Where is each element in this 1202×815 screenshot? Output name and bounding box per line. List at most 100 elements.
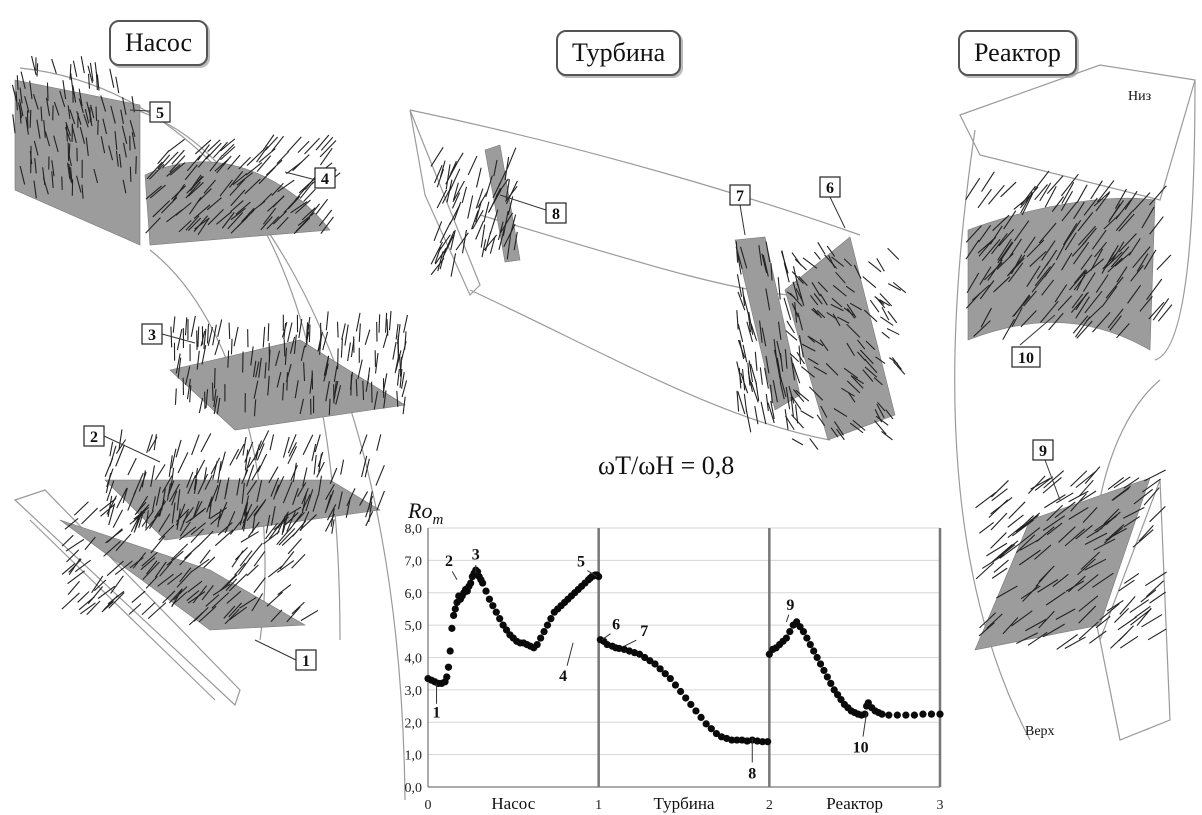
velocity-arrow — [1095, 615, 1111, 629]
velocity-arrow — [879, 299, 891, 307]
data-point — [810, 647, 818, 655]
velocity-arrow — [1013, 220, 1030, 242]
velocity-arrow — [1149, 216, 1164, 235]
velocity-arrow — [833, 408, 848, 418]
turbine-surface-7 — [734, 236, 801, 411]
velocity-arrow — [129, 120, 136, 138]
velocity-arrow — [773, 339, 777, 358]
velocity-arrow — [219, 138, 236, 152]
velocity-arrow — [201, 585, 214, 601]
velocity-arrow — [239, 596, 257, 609]
velocity-arrow — [174, 388, 177, 405]
velocity-arrow — [158, 513, 171, 533]
velocity-arrow — [301, 488, 309, 505]
velocity-arrow — [276, 527, 292, 546]
velocity-arrow — [1115, 210, 1133, 231]
velocity-arrow — [765, 393, 769, 412]
velocity-arrow — [737, 323, 744, 343]
velocity-arrow — [881, 331, 890, 339]
velocity-arrow — [216, 397, 221, 415]
velocity-arrow — [1040, 300, 1059, 323]
velocity-arrow — [736, 252, 742, 275]
annotation-leader — [601, 633, 611, 641]
velocity-arrow — [299, 514, 317, 531]
velocity-arrow — [319, 140, 337, 158]
velocity-arrow — [820, 405, 828, 418]
velocity-arrow — [284, 347, 288, 365]
velocity-arrow — [69, 64, 72, 80]
velocity-arrow — [186, 176, 204, 194]
velocity-arrow — [25, 116, 29, 135]
velocity-arrow — [225, 477, 230, 496]
reactor-note-top: Верх — [1025, 724, 1055, 739]
velocity-arrow — [157, 149, 170, 165]
velocity-arrow — [1116, 323, 1130, 339]
velocity-arrow — [361, 455, 368, 478]
velocity-arrow — [453, 201, 462, 221]
velocity-arrow — [186, 471, 194, 488]
velocity-arrow — [978, 521, 995, 534]
velocity-arrow — [110, 105, 116, 124]
velocity-arrow — [294, 199, 311, 214]
velocity-arrow — [888, 357, 899, 365]
velocity-arrow — [298, 318, 303, 339]
velocity-arrow — [169, 155, 186, 173]
annotation-leader — [862, 712, 868, 737]
velocity-arrow — [1073, 201, 1085, 220]
velocity-arrow — [402, 396, 406, 415]
velocity-arrow — [886, 327, 900, 336]
velocity-arrow — [449, 168, 461, 191]
velocity-arrow — [392, 341, 397, 360]
velocity-arrow — [975, 492, 997, 509]
velocity-arrow — [382, 331, 389, 348]
velocity-arrow — [171, 149, 185, 165]
velocity-arrow — [129, 511, 146, 525]
velocity-arrow — [212, 583, 231, 596]
velocity-arrow — [864, 358, 878, 374]
velocity-arrow — [146, 434, 154, 454]
velocity-arrow — [875, 356, 886, 364]
velocity-arrow — [251, 593, 264, 612]
velocity-arrow — [256, 155, 272, 172]
turbine-bottom-edge — [469, 289, 831, 441]
data-point — [666, 674, 674, 683]
velocity-arrow — [892, 361, 906, 375]
velocity-arrow — [176, 328, 183, 351]
velocity-arrow — [61, 592, 80, 610]
velocity-arrow — [282, 512, 289, 533]
velocity-arrow — [1095, 192, 1110, 212]
velocity-arrow — [1019, 527, 1041, 545]
velocity-arrow — [42, 177, 49, 195]
velocity-arrow — [885, 409, 894, 420]
velocity-arrow — [131, 590, 146, 603]
velocity-arrow — [430, 241, 443, 265]
velocity-arrow — [887, 247, 900, 260]
velocity-arrow — [816, 414, 826, 426]
velocity-arrow — [396, 390, 399, 407]
velocity-arrow — [784, 349, 788, 369]
velocity-arrow — [214, 479, 222, 502]
velocity-arrow — [863, 309, 878, 323]
velocity-arrow — [484, 231, 492, 252]
velocity-arrow — [159, 561, 173, 577]
velocity-arrow — [1046, 522, 1063, 536]
velocity-arrow — [798, 345, 802, 365]
velocity-arrow — [850, 375, 864, 389]
data-point — [636, 650, 644, 658]
velocity-arrow — [868, 261, 882, 273]
velocity-arrow — [270, 609, 283, 622]
velocity-arrow — [232, 173, 248, 186]
velocity-arrow — [266, 591, 283, 607]
velocity-arrow — [996, 585, 1018, 599]
velocity-arrow — [96, 74, 100, 91]
svg-text:6: 6 — [826, 180, 834, 197]
velocity-arrow — [301, 494, 311, 511]
velocity-arrow — [493, 159, 498, 177]
svg-text:7: 7 — [736, 188, 744, 205]
velocity-arrow — [12, 114, 16, 134]
velocity-arrow — [224, 511, 236, 534]
velocity-arrow — [1107, 477, 1125, 490]
velocity-arrow — [211, 592, 230, 609]
velocity-arrow — [212, 324, 217, 346]
velocity-arrow — [276, 216, 289, 230]
